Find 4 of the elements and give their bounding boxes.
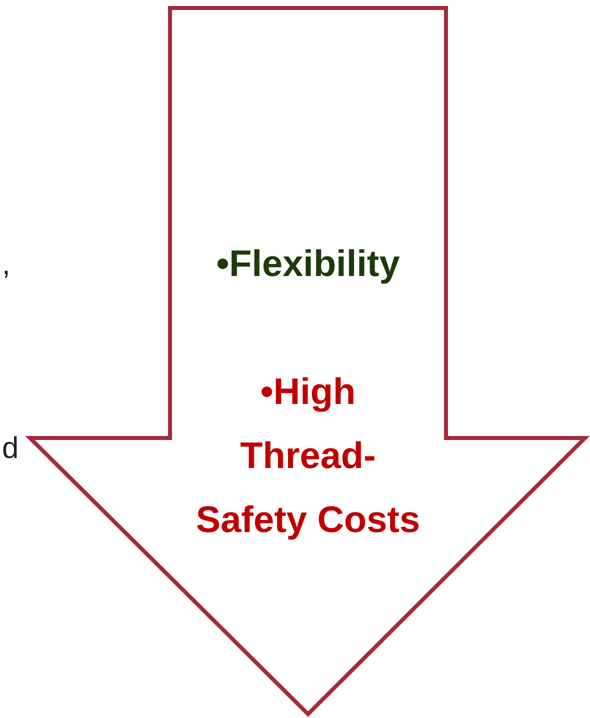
arrow-text: •High Thread-Safety Costs — [194, 370, 422, 542]
arrow-text: •Flexibility — [215, 242, 401, 286]
text-fragment: d — [2, 432, 19, 466]
text-fragment: , — [2, 248, 10, 282]
